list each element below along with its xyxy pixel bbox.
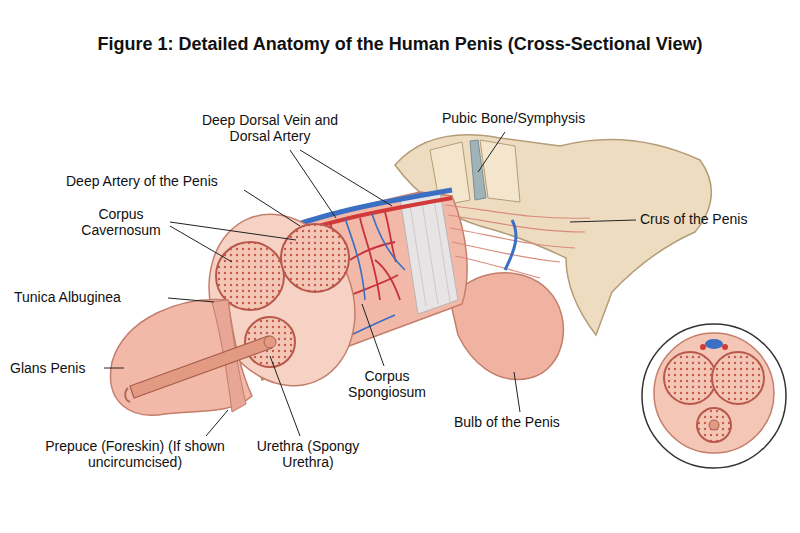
inset-border xyxy=(642,324,786,468)
part-label: Tunica Albuginea xyxy=(14,289,166,305)
part-label: Glans Penis xyxy=(10,360,106,376)
leader-line xyxy=(244,190,300,226)
part-label: Urethra (Spongy Urethra) xyxy=(248,438,368,470)
part-label: Pubic Bone/Symphysis xyxy=(442,110,617,126)
leader-line xyxy=(478,132,505,172)
inset-section xyxy=(642,324,786,468)
leader-line xyxy=(362,304,384,366)
symphysis-right xyxy=(480,140,520,202)
urethra-tube xyxy=(130,336,272,398)
part-label: Prepuce (Foreskin) (If shown uncircumcis… xyxy=(40,438,230,470)
bulb-shape xyxy=(450,273,563,380)
part-label: Deep Artery of the Penis xyxy=(66,173,256,189)
leader-line xyxy=(206,410,228,436)
inset-artery-left xyxy=(700,344,706,350)
inset-skin xyxy=(654,333,774,453)
inset-artery-right xyxy=(722,344,728,350)
part-label: Corpus Spongiosum xyxy=(340,368,434,400)
leader-line xyxy=(104,368,124,369)
part-label: Crus of the Penis xyxy=(640,211,790,227)
part-label: Corpus Cavernosum xyxy=(74,206,168,238)
leader-line xyxy=(170,222,296,240)
fascia-band xyxy=(400,192,458,314)
leader-line xyxy=(570,220,636,222)
inset-cavernosum-right xyxy=(712,352,764,404)
crus-fibers xyxy=(445,205,590,278)
part-label: Deep Dorsal Vein and Dorsal Artery xyxy=(200,112,340,144)
inset-spongiosum xyxy=(697,408,731,442)
leader-line xyxy=(168,298,214,302)
leader-line xyxy=(300,150,392,206)
part-label: Bulb of the Penis xyxy=(454,414,594,430)
leader-line xyxy=(290,150,336,218)
fascia-lines xyxy=(410,198,450,306)
leader-line xyxy=(270,356,300,436)
urethra-lumen xyxy=(264,336,276,348)
inset-dorsal-vein xyxy=(705,339,723,349)
inset-urethra xyxy=(709,420,719,430)
meatus xyxy=(125,388,130,402)
leader-line xyxy=(514,372,520,412)
figure-title: Figure 1: Detailed Anatomy of the Human … xyxy=(0,34,800,55)
inset-cavernosum-left xyxy=(664,352,716,404)
leader-line xyxy=(170,226,232,262)
corpus-cavernosum-right xyxy=(281,224,349,292)
bulb-vein xyxy=(505,220,516,270)
